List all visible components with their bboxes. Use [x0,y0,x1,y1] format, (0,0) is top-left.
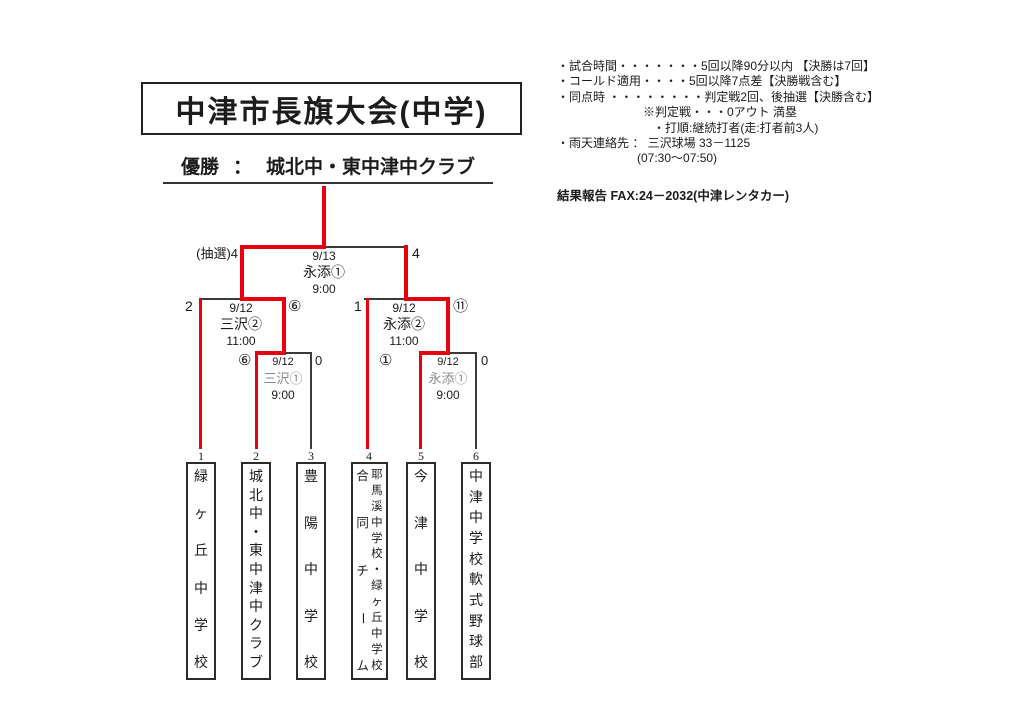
rule-line: ・コールド適用・・・・5回以降7点差【決勝戦含む】 [557,74,847,89]
semiright-bar-left [364,298,407,300]
r1left-time: 9:00 [271,388,295,402]
champion-label: 優勝 [180,157,219,178]
champion-separator: ： [232,157,252,178]
rule-line: (07:30～07:50) [637,151,718,166]
semiright-bar-right-winner [404,297,450,301]
team-seed-6: 6 [473,449,479,463]
rule-line: ・同点時 ・・・・・・・・判定戦2回、後抽選【決勝含む】 [557,89,880,104]
team-box-2: 城北中・東中津中クラブ [241,462,271,680]
rule-line: ・試合時間・・・・・・・5回以降90分以内 【決勝は7回】 [557,59,876,73]
fax-report-line: 結果報告 FAX:24－2032(中津レンタカー) [557,189,789,203]
r1left-venue: 三沢① [263,371,303,386]
team-box-1: 緑ヶ丘中学校 [186,462,216,680]
team-name-2: 城北中・東中津中クラブ [249,470,263,671]
semileft-venue: 三沢② [220,316,262,332]
team2-line [255,351,258,449]
champion-winner-line [322,186,326,246]
team3-line [310,352,312,449]
team-box-5: 今津中学校 [406,462,436,680]
semileft-date: 9/12 [229,301,253,315]
r1left-bar-right [284,352,312,354]
rule-line: ・打順:継続打者(走:打者前3人) [653,120,819,135]
semiright-date: 9/12 [392,301,416,315]
semileft-right-score: ⑥ [288,298,302,315]
r1right-venue: 永添① [428,371,468,386]
team5-line [419,351,422,449]
title-box: 中津市長旗大会(中学) [141,82,522,135]
r1right-time: 9:00 [436,388,460,402]
semileft-bar-right-winner [240,297,286,301]
semileft-time: 11:00 [226,334,256,348]
r1left-date: 9/12 [272,356,294,368]
r1right-date: 9/12 [437,356,459,368]
semileft-winner-connector [282,297,286,355]
team-name-3: 豊陽中学校 [304,470,318,671]
team-box-6: 中津中学校軟式野球部 [461,462,491,680]
team-seed-2: 2 [253,449,259,463]
r1left-bar-left-winner [255,351,286,355]
r1right-right-score: 0 [481,353,489,368]
r1left-left-score: ⑥ [238,352,252,369]
champion-row: 優勝 ： 城北中・東中津中クラブ [163,156,493,184]
final-venue: 永添① [303,264,345,280]
champion-name: 城北中・東中津中クラブ [266,157,476,178]
semiright-time: 11:00 [389,334,419,348]
team-name-5: 今津中学校 [414,470,428,671]
team-name-6: 中津中学校軟式野球部 [469,470,483,671]
team4-line [366,298,369,449]
r1left-right-score: 0 [315,353,323,368]
team-name-4: 耶馬溪中学校・緑ヶ丘中学校 [371,469,383,672]
team-name-4-suffix: 合同チーム [355,469,370,673]
team-seed-3: 3 [308,449,314,463]
team-name-1: 緑ヶ丘中学校 [194,470,208,671]
semileft-bar-left [199,298,244,300]
semiright-venue: 永添② [383,316,425,332]
semiright-winner-connector [446,297,450,355]
r1right-bar-left-winner [419,351,449,355]
team-seed-4: 4 [366,449,372,463]
team-box-3: 豊陽中学校 [296,462,326,680]
team6-line [475,352,477,449]
final-connector-left [240,245,244,300]
team1-line [199,298,202,449]
page-title: 中津市長旗大会(中学) [175,95,488,129]
rule-line: ・雨天連絡先 ： 三沢球場 33－1125 [557,136,751,151]
final-left-score: (抽選)4 [196,246,238,261]
semileft-left-score: 2 [185,298,193,314]
team-seed-5: 5 [418,449,424,463]
final-bar-left-winner [240,245,326,249]
semiright-left-score: 1 [354,298,362,314]
final-time: 9:00 [312,282,336,296]
r1right-left-score: ① [379,352,393,369]
final-right-score: 4 [412,245,420,261]
r1right-bar-right [447,352,476,354]
rules-panel: ・試合時間・・・・・・・5回以降90分以内 【決勝は7回】 ・コールド適用・・・… [557,59,879,167]
final-date: 9/13 [312,249,336,263]
rule-line: ※判定戦・・・0アウト 満塁 [643,105,798,120]
team-seed-1: 1 [198,449,204,463]
final-bar-right [325,246,408,248]
semiright-right-score: ⑪ [453,298,469,315]
team-box-4: 合同チーム 耶馬溪中学校・緑ヶ丘中学校 [351,462,388,680]
final-connector-right [404,245,408,300]
